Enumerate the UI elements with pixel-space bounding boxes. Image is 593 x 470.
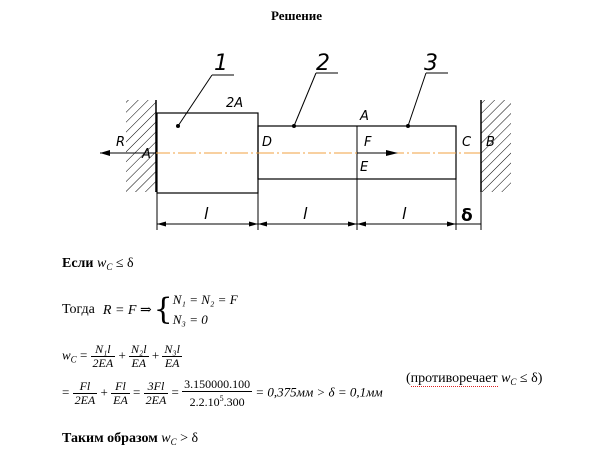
- formula-eq: =: [79, 347, 88, 363]
- conclusion-line: Таким образом wC > δ: [62, 431, 198, 447]
- gap-label: δ: [461, 206, 473, 226]
- point-label-a: A: [141, 147, 151, 162]
- formula-var: w: [62, 347, 71, 363]
- page-title: Решение: [270, 8, 323, 23]
- force-arrow-head: [386, 150, 398, 156]
- system-lines: N₁ = N₂ = F N₃ = 0: [173, 290, 238, 330]
- condition-prefix: Если: [62, 256, 94, 271]
- part-label-1: 1: [214, 51, 228, 76]
- condition-sub: C: [106, 262, 113, 272]
- area-label-a: A: [359, 109, 369, 124]
- conclusion-var: w: [161, 431, 171, 446]
- system-line-2: N₃ = 0: [172, 312, 208, 327]
- formula-result: = 0,375мм > δ = 0,1мм: [255, 384, 383, 400]
- part-label-3: 3: [424, 51, 438, 76]
- system-line-1: N₁ = N₂ = F: [172, 292, 238, 307]
- then-lhs: R = F ⇒: [102, 302, 152, 318]
- then-prefix: Тогда: [62, 302, 95, 317]
- conclusion-rel: > δ: [180, 431, 199, 446]
- point-label-d: D: [262, 135, 272, 150]
- condition-var: w: [96, 256, 107, 271]
- force-label: F: [364, 135, 372, 150]
- rod-diagram: 1 2 3 2A A R A D F E C B l l l δ: [100, 51, 511, 230]
- then-block: Тогда R = F ⇒ { N₁ = N₂ = F N₃ = 0: [62, 288, 238, 332]
- point-label-b: B: [486, 135, 495, 150]
- system-brace: {: [153, 292, 173, 327]
- left-wall-hatch: [126, 100, 156, 192]
- condition-line: Если wC ≤ δ: [62, 256, 134, 272]
- contradiction-word: противоречает: [410, 371, 498, 387]
- area-label-2a: 2A: [226, 96, 243, 111]
- point-label-c: C: [462, 135, 472, 150]
- conclusion-prefix: Таким образом: [62, 431, 158, 446]
- reaction-arrow-head: [100, 150, 110, 156]
- point-label-e: E: [360, 160, 369, 175]
- length-label-3: l: [402, 204, 407, 223]
- right-wall-hatch: [481, 100, 511, 192]
- condition-rel: ≤ δ: [115, 256, 134, 271]
- length-label-1: l: [204, 204, 209, 223]
- formula-sub: C: [70, 354, 77, 365]
- length-label-2: l: [303, 204, 308, 223]
- contradiction-note: (противоречает wC ≤ δ): [406, 371, 543, 387]
- conclusion-sub: C: [170, 437, 177, 447]
- point-label-r: R: [116, 135, 125, 150]
- part-label-2: 2: [316, 51, 330, 76]
